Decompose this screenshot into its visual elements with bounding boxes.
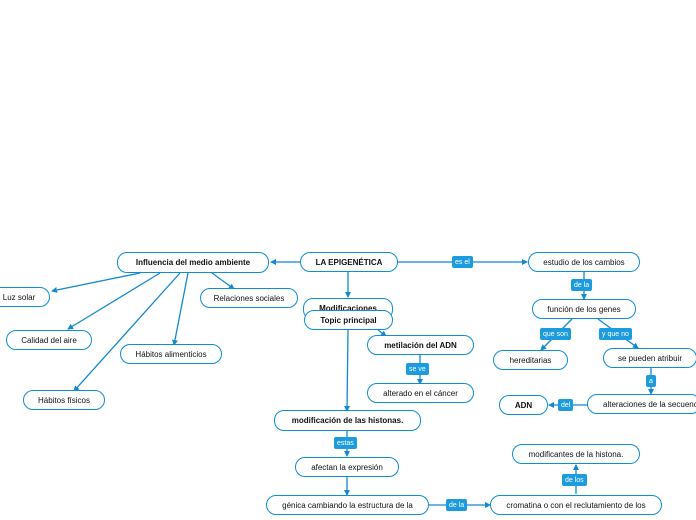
node-afectan-expresion[interactable]: afectan la expresión xyxy=(295,457,399,477)
node-modificacion-histonas[interactable]: modificación de las histonas. xyxy=(274,410,421,431)
node-relaciones-sociales[interactable]: Relaciones sociales xyxy=(200,288,298,308)
node-influencia-medio-ambiente[interactable]: Influencia del medio ambiente xyxy=(117,252,269,273)
node-metilacion-adn[interactable]: metilación del ADN xyxy=(367,335,474,355)
link-label-y-que-no[interactable]: y que no xyxy=(599,328,632,340)
edge-influencia-sociales xyxy=(211,272,235,290)
node-hereditarias[interactable]: hereditarias xyxy=(493,350,568,370)
node-alteraciones-secuencia[interactable]: alteraciones de la secuencia xyxy=(587,394,696,414)
node-luz-solar[interactable]: Luz solar xyxy=(0,287,50,307)
edge-influencia-calidad xyxy=(67,272,161,330)
node-cromatina-reclutamiento[interactable]: cromatina o con el reclutamiento de los xyxy=(490,495,662,515)
node-genica-estructura[interactable]: génica cambiando la estructura de la xyxy=(266,495,429,515)
node-la-epigenetica[interactable]: LA EPIGENÉTICA xyxy=(300,252,398,272)
link-label-de-la-2[interactable]: de la xyxy=(446,499,468,511)
edge-topic-histonas xyxy=(344,329,351,412)
link-label-que-son[interactable]: que son xyxy=(540,328,571,340)
node-calidad-aire[interactable]: Calidad del aire xyxy=(6,330,92,350)
edge-influencia-luz xyxy=(51,272,141,293)
link-label-a[interactable]: a xyxy=(646,375,656,387)
node-se-pueden-atribuir[interactable]: se pueden atribuir xyxy=(603,348,696,368)
node-habitos-alimenticios[interactable]: Hábitos alimenticios xyxy=(120,344,222,364)
node-topic-principal[interactable]: Topic principal xyxy=(304,310,393,330)
edge-influencia-alimenticios xyxy=(172,272,189,346)
node-estudio-cambios[interactable]: estudio de los cambios xyxy=(528,252,640,272)
node-habitos-fisicos[interactable]: Hábitos físicos xyxy=(23,390,105,410)
edge-influencia-fisicos xyxy=(73,272,181,392)
node-alterado-cancer[interactable]: alterado en el cáncer xyxy=(367,383,474,403)
link-label-del[interactable]: del xyxy=(558,399,574,411)
link-label-de-los[interactable]: de los xyxy=(562,474,587,486)
node-adn[interactable]: ADN xyxy=(499,395,548,415)
node-funcion-genes[interactable]: función de los genes xyxy=(532,299,636,319)
link-label-se-ve[interactable]: se ve xyxy=(406,363,429,375)
link-label-es-el[interactable]: es el xyxy=(452,256,473,268)
link-label-de-la[interactable]: de la xyxy=(571,279,593,291)
link-label-estas[interactable]: estas xyxy=(334,437,357,449)
node-modificantes-histona[interactable]: modificantes de la histona. xyxy=(512,444,640,464)
